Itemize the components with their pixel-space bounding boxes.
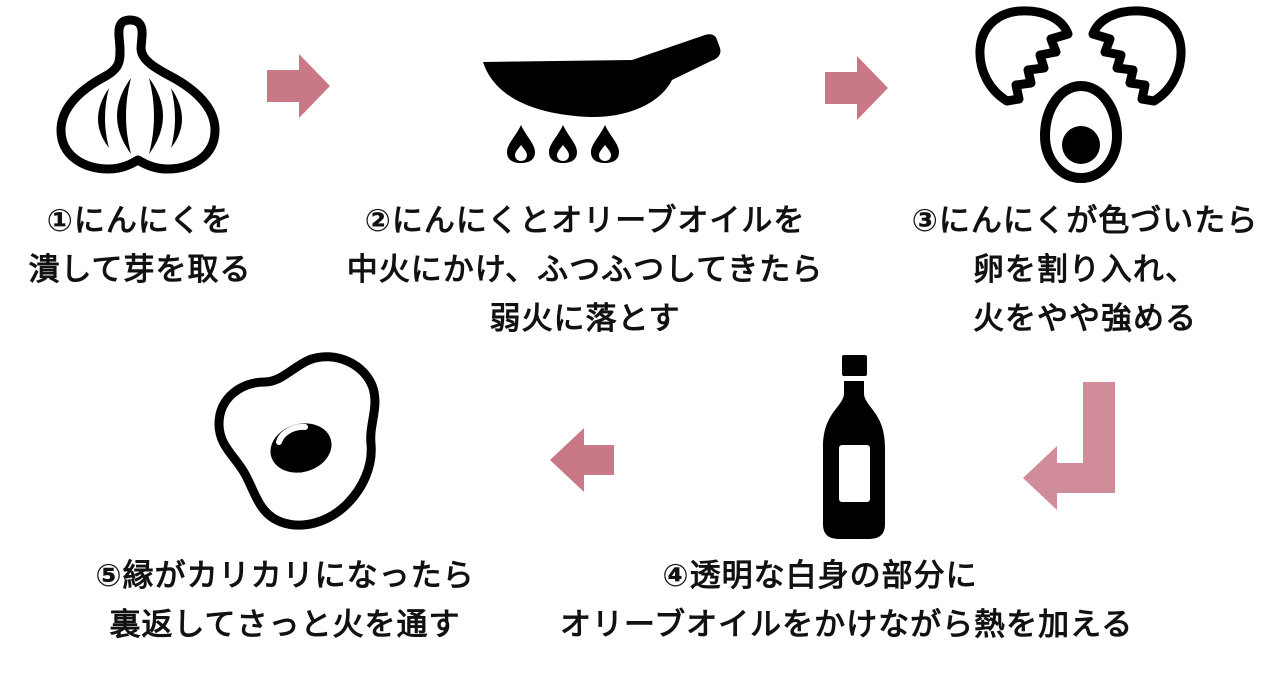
- garlic-icon: [56, 15, 220, 174]
- step-3-line-2: 卵を割り入れ、: [972, 252, 1198, 288]
- step-1-line-2: 潰して芽を取る: [28, 252, 252, 288]
- arrow-step2-to-step3-icon: [825, 56, 888, 120]
- step-4-caption: ④透明な白身の部分に オリーブオイルをかけながら熱を加える: [560, 552, 1134, 650]
- cracked-eggs-icon: [975, 6, 1186, 193]
- step-2-line-3: 弱火に落とす: [489, 301, 681, 337]
- step-4-line-1: ④透明な白身の部分に: [662, 558, 978, 594]
- frying-pan-icon: [478, 28, 723, 168]
- arrow-step4-to-step5-icon: [550, 428, 614, 492]
- step-3-line-3: 火をやや強める: [973, 301, 1197, 337]
- step-2-line-1: ②にんにくとオリーブオイルを: [364, 203, 806, 239]
- step-5-line-1: ⑤縁がカリカリになったら: [95, 558, 475, 594]
- step-3-line-1: ③にんにくが色づいたら: [911, 203, 1259, 239]
- step-3-caption: ③にんにくが色づいたら 卵を割り入れ、 火をやや強める: [885, 197, 1279, 344]
- oil-bottle-icon: [822, 355, 886, 541]
- step-2-line-2: 中火にかけ、ふつふつしてきたら: [346, 252, 824, 288]
- step-1-line-1: ①にんにくを: [46, 203, 234, 239]
- step-1-caption: ①にんにくを 潰して芽を取る: [0, 197, 280, 295]
- step-4-line-2: オリーブオイルをかけながら熱を加える: [560, 607, 1134, 643]
- step-2-caption: ②にんにくとオリーブオイルを 中火にかけ、ふつふつしてきたら 弱火に落とす: [340, 197, 830, 344]
- arrow-step3-to-step4-icon: [1023, 382, 1116, 510]
- arrow-step1-to-step2-icon: [267, 54, 330, 118]
- fried-egg-icon: [213, 352, 383, 536]
- step-5-caption: ⑤縁がカリカリになったら 裏返してさっと火を通す: [65, 552, 505, 650]
- step-5-line-2: 裏返してさっと火を通す: [109, 607, 461, 643]
